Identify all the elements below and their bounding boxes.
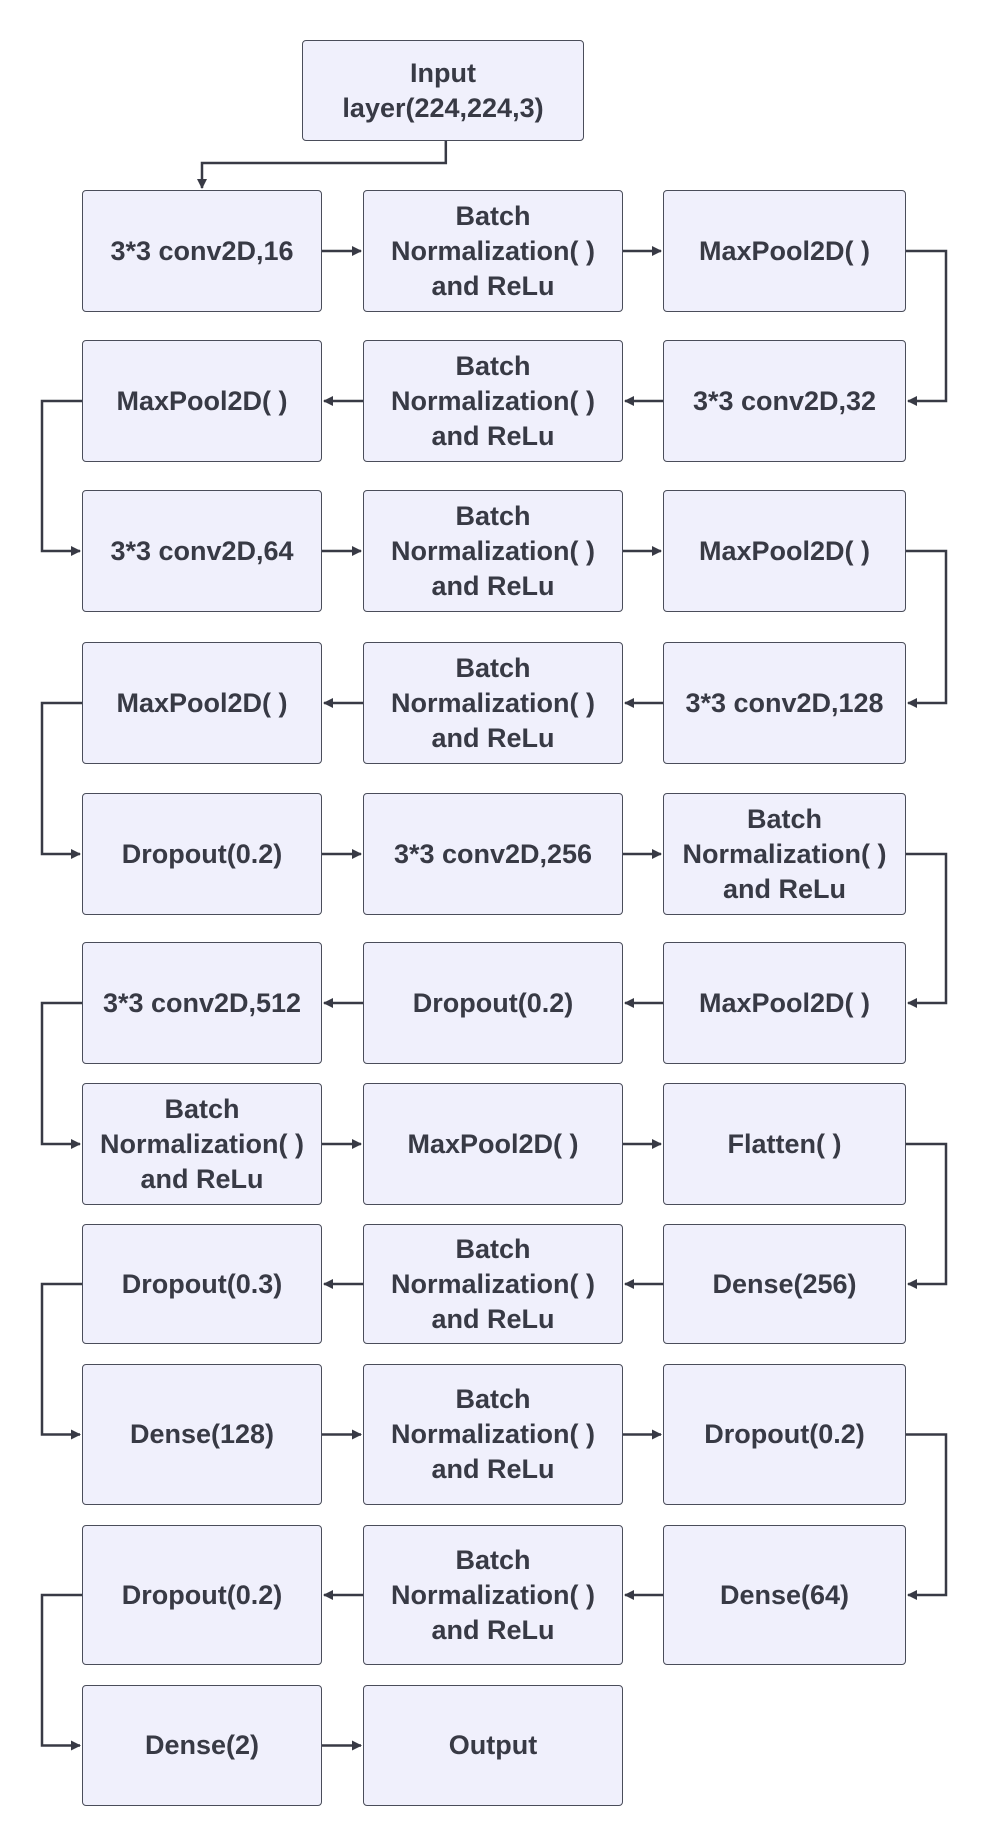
node-r7c1: Batch Normalization( ) and ReLu bbox=[82, 1083, 322, 1205]
arrow-r2c1-to-r3c1 bbox=[40, 399, 82, 556]
node-r2c3: 3*3 conv2D,32 bbox=[663, 340, 906, 462]
node-label: MaxPool2D( ) bbox=[698, 535, 871, 566]
node-r1c2: Batch Normalization( ) and ReLu bbox=[363, 190, 623, 312]
node-label: Batch Normalization( ) and ReLu bbox=[390, 1233, 595, 1334]
node-r10c2: Batch Normalization( ) and ReLu bbox=[363, 1525, 623, 1665]
node-r8c2: Batch Normalization( ) and ReLu bbox=[363, 1224, 623, 1344]
node-r8c3: Dense(256) bbox=[663, 1224, 906, 1344]
node-label: MaxPool2D( ) bbox=[116, 687, 288, 718]
node-r10c3: Dense(64) bbox=[663, 1525, 906, 1665]
node-label: Batch Normalization( ) and ReLu bbox=[390, 1384, 595, 1484]
node-r11c1: Dense(2) bbox=[82, 1685, 322, 1806]
node-r1c3: MaxPool2D( ) bbox=[663, 190, 906, 312]
node-label: 3*3 conv2D,256 bbox=[393, 838, 593, 869]
node-label: MaxPool2D( ) bbox=[698, 235, 871, 266]
node-r6c3: MaxPool2D( ) bbox=[663, 942, 906, 1064]
node-r1c1: 3*3 conv2D,16 bbox=[82, 190, 322, 312]
node-label: Batch Normalization( ) and ReLu bbox=[390, 350, 595, 451]
arrow-r6c1-to-r7c1 bbox=[40, 1001, 82, 1149]
node-label: Input layer(224,224,3) bbox=[342, 57, 544, 123]
node-r2c1: MaxPool2D( ) bbox=[82, 340, 322, 462]
node-label: Batch Normalization( ) and ReLu bbox=[682, 803, 887, 904]
arrow-r7c3-to-r8c3 bbox=[906, 1142, 948, 1289]
node-r5c2: 3*3 conv2D,256 bbox=[363, 793, 623, 915]
node-label: 3*3 conv2D,512 bbox=[102, 987, 302, 1018]
node-label: MaxPool2D( ) bbox=[698, 987, 871, 1018]
node-r8c1: Dropout(0.3) bbox=[82, 1224, 322, 1344]
node-label: 3*3 conv2D,32 bbox=[692, 385, 877, 416]
node-r4c3: 3*3 conv2D,128 bbox=[663, 642, 906, 764]
node-label: Dense(2) bbox=[144, 1730, 260, 1760]
arrow-r10c1-to-r11c1 bbox=[40, 1593, 82, 1751]
arrow-r1c3-to-r2c3 bbox=[906, 249, 948, 406]
node-r9c3: Dropout(0.2) bbox=[663, 1364, 906, 1505]
node-r5c3: Batch Normalization( ) and ReLu bbox=[663, 793, 906, 915]
node-label: Batch Normalization( ) and ReLu bbox=[99, 1093, 304, 1194]
arrow-r3c3-to-r4c3 bbox=[906, 549, 948, 708]
node-label: Dropout(0.2) bbox=[412, 987, 574, 1018]
node-r9c2: Batch Normalization( ) and ReLu bbox=[363, 1364, 623, 1505]
node-label: Flatten( ) bbox=[727, 1128, 842, 1159]
arrow-r5c3-to-r6c3 bbox=[906, 852, 948, 1008]
node-r3c1: 3*3 conv2D,64 bbox=[82, 490, 322, 612]
node-r5c1: Dropout(0.2) bbox=[82, 793, 322, 915]
node-label: Batch Normalization( ) and ReLu bbox=[390, 500, 595, 601]
node-label: 3*3 conv2D,64 bbox=[110, 535, 294, 566]
node-r6c1: 3*3 conv2D,512 bbox=[82, 942, 322, 1064]
arrow-input-to-r1c1 bbox=[197, 141, 448, 189]
node-r7c2: MaxPool2D( ) bbox=[363, 1083, 623, 1205]
node-label: Dense(128) bbox=[129, 1419, 275, 1449]
node-label: Dense(64) bbox=[719, 1579, 850, 1610]
node-label: Dropout(0.2) bbox=[704, 1419, 865, 1449]
node-label: Dropout(0.2) bbox=[121, 838, 283, 869]
node-r10c1: Dropout(0.2) bbox=[82, 1525, 322, 1665]
node-label: Batch Normalization( ) and ReLu bbox=[390, 200, 595, 301]
node-label: 3*3 conv2D,16 bbox=[110, 235, 294, 266]
node-r2c2: Batch Normalization( ) and ReLu bbox=[363, 340, 623, 462]
node-r7c3: Flatten( ) bbox=[663, 1083, 906, 1205]
node-label: Dense(256) bbox=[712, 1268, 857, 1299]
node-r6c2: Dropout(0.2) bbox=[363, 942, 623, 1064]
node-label: MaxPool2D( ) bbox=[116, 385, 288, 416]
node-label: Dropout(0.3) bbox=[121, 1268, 283, 1299]
arrow-r4c1-to-r5c1 bbox=[40, 701, 82, 859]
node-label: Output bbox=[448, 1730, 538, 1760]
node-input: Input layer(224,224,3) bbox=[302, 40, 584, 141]
node-r9c1: Dense(128) bbox=[82, 1364, 322, 1505]
node-r3c2: Batch Normalization( ) and ReLu bbox=[363, 490, 623, 612]
arrow-r9c3-to-r10c3 bbox=[906, 1433, 948, 1600]
arrow-r8c1-to-r9c1 bbox=[40, 1282, 82, 1440]
node-r11c2: Output bbox=[363, 1685, 623, 1806]
node-r4c1: MaxPool2D( ) bbox=[82, 642, 322, 764]
node-label: 3*3 conv2D,128 bbox=[685, 687, 884, 718]
node-r4c2: Batch Normalization( ) and ReLu bbox=[363, 642, 623, 764]
node-label: Batch Normalization( ) and ReLu bbox=[390, 1544, 595, 1645]
node-label: MaxPool2D( ) bbox=[407, 1128, 579, 1159]
node-label: Dropout(0.2) bbox=[121, 1579, 283, 1610]
node-label: Batch Normalization( ) and ReLu bbox=[390, 652, 595, 753]
node-r3c3: MaxPool2D( ) bbox=[663, 490, 906, 612]
